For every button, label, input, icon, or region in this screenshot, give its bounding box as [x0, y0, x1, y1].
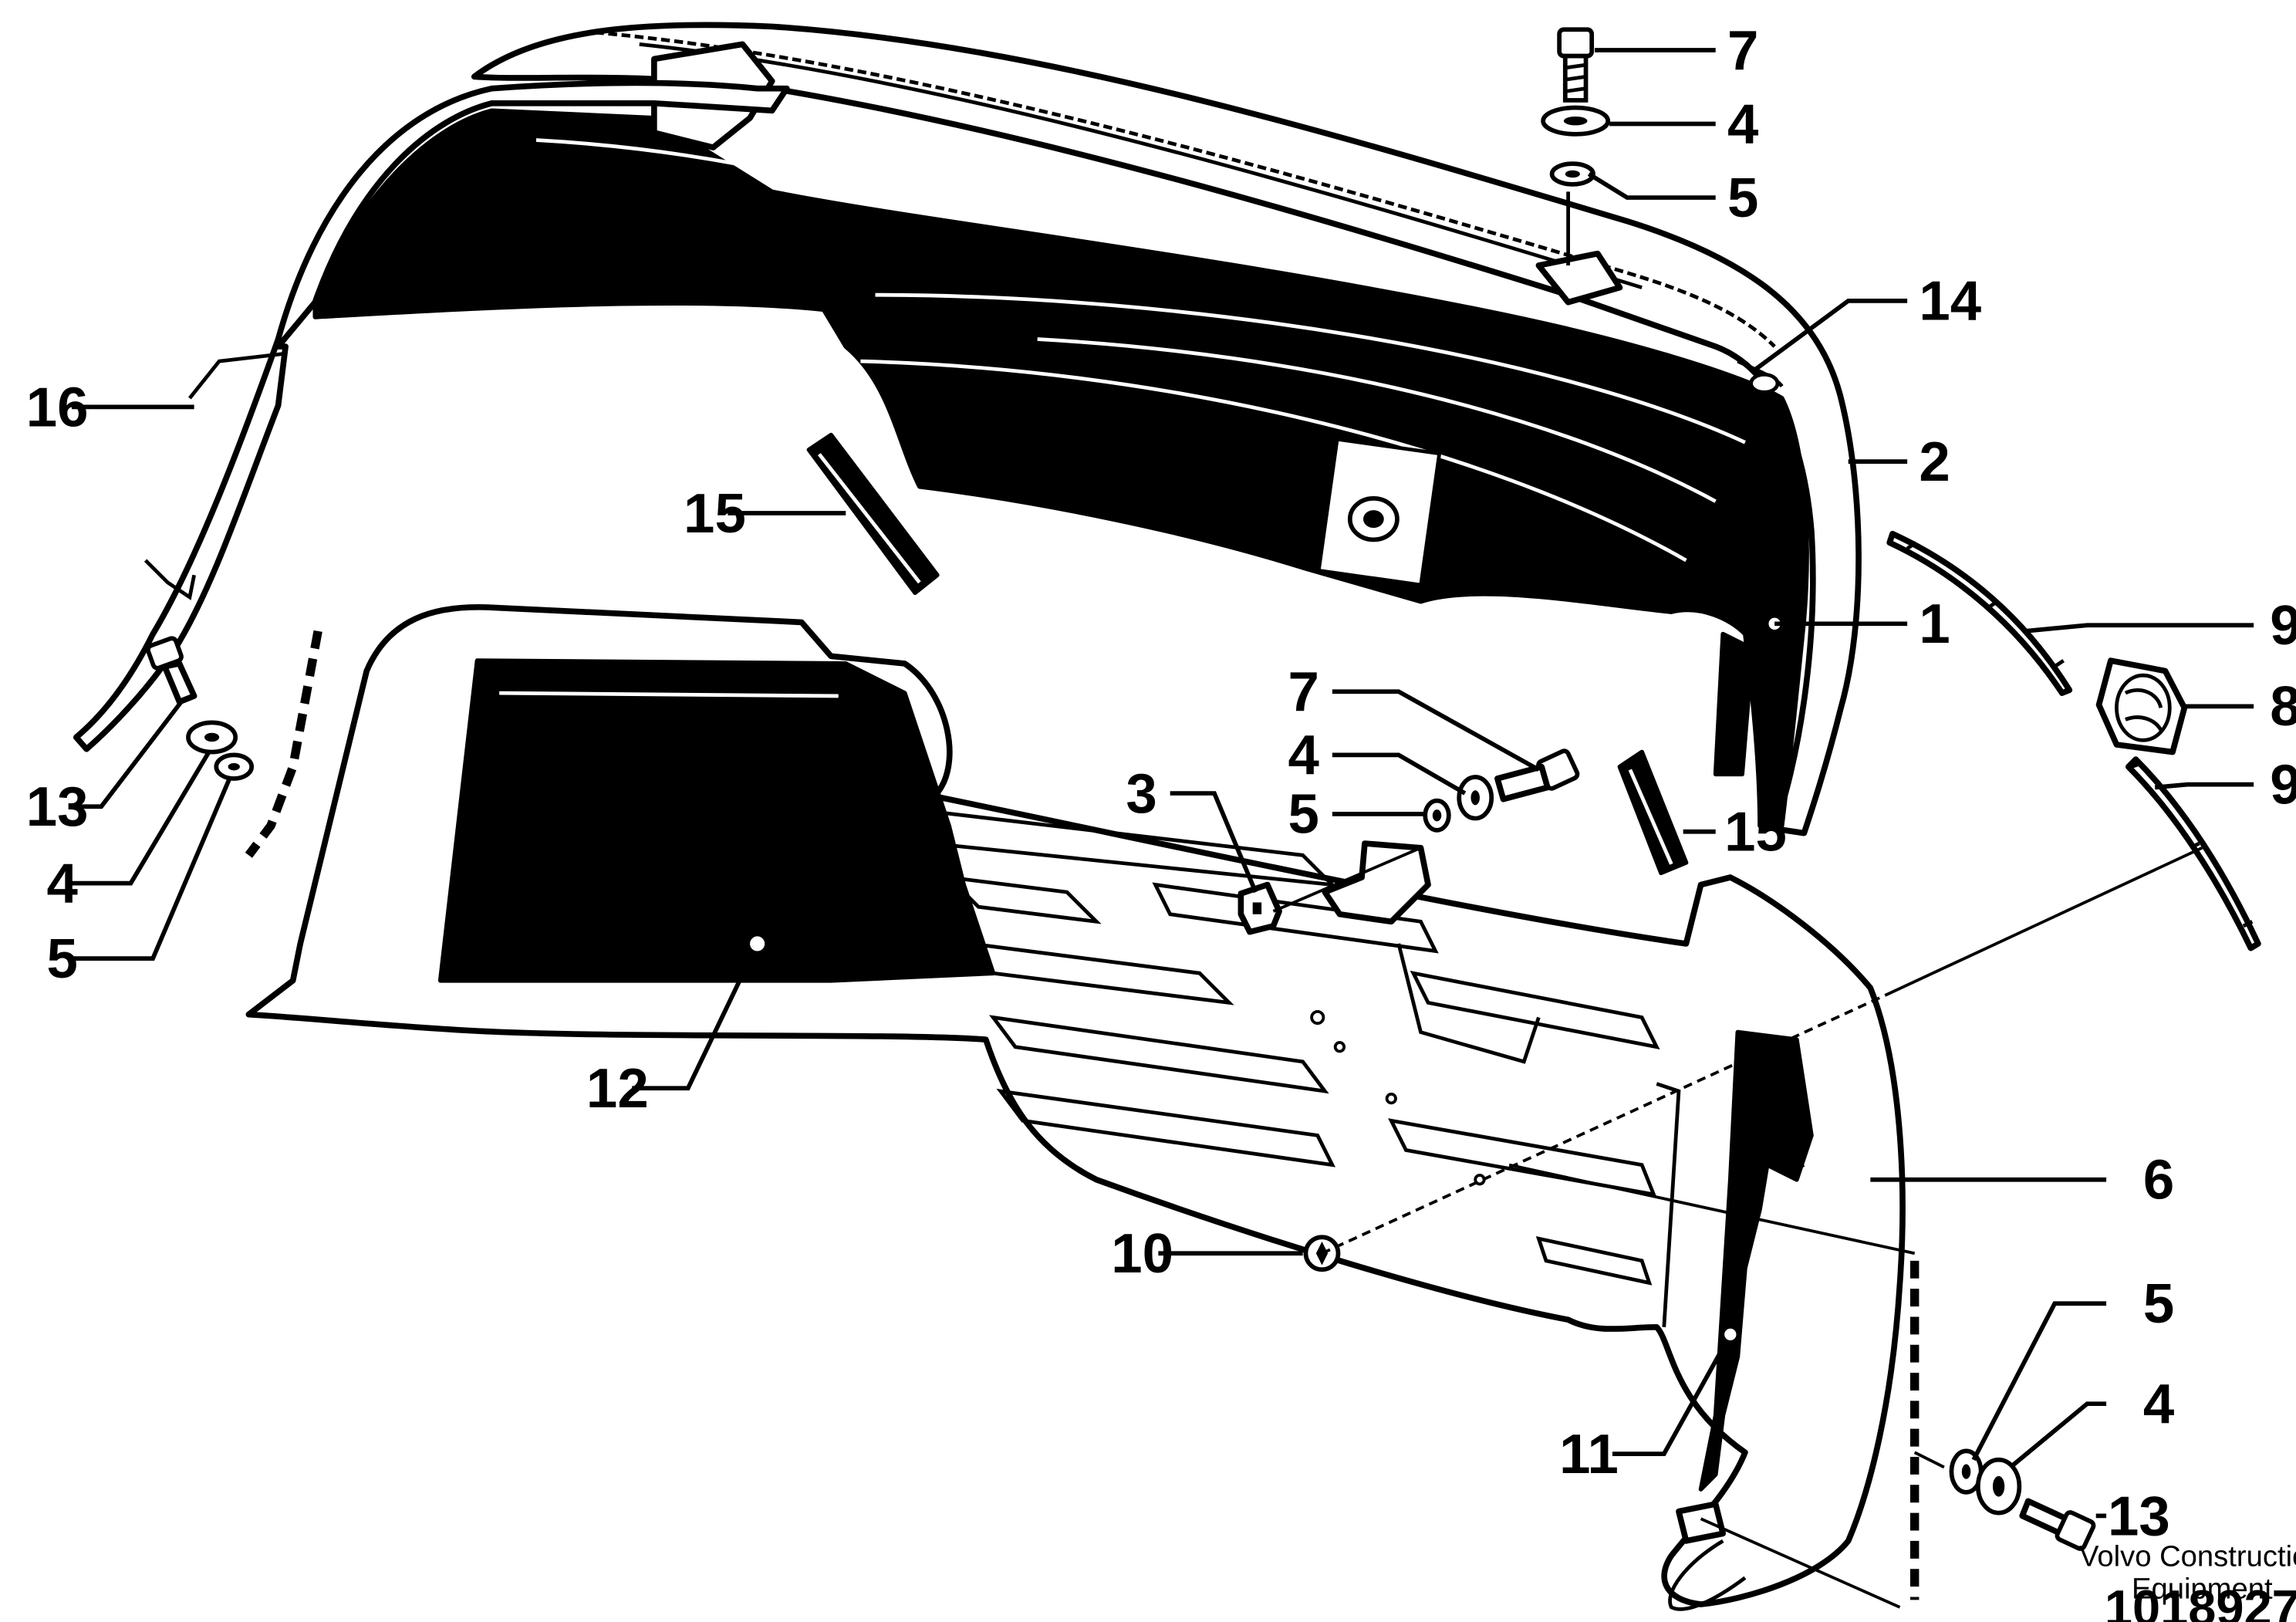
washer-5-left — [214, 752, 255, 781]
callout-10: 10 — [1111, 1222, 1173, 1285]
callout-5-top: 5 — [1727, 167, 1758, 229]
callout-7-top: 7 — [1727, 19, 1758, 82]
callout-9-upper: 9 — [2270, 594, 2296, 657]
callout-15-lower: 15 — [1724, 801, 1787, 863]
callout-15-upper: 15 — [684, 482, 746, 545]
brand-line-1: Volvo Construction — [2079, 1539, 2296, 1573]
cover-8 — [2095, 657, 2188, 755]
washer-5-middle — [1423, 798, 1451, 833]
document-number: 1018927 — [2105, 1580, 2296, 1622]
callout-9-lower: 9 — [2270, 753, 2296, 816]
callout-2: 2 — [1919, 431, 1950, 493]
callout-4-middle: 4 — [1288, 724, 1319, 786]
trim-strip-9-upper — [1886, 530, 2073, 696]
callout-6: 6 — [2143, 1149, 2174, 1211]
strip-15-lower — [1617, 749, 1689, 876]
callout-5-left: 5 — [47, 928, 78, 990]
callout-4-top: 4 — [1727, 93, 1758, 155]
trim-strip-9-lower — [2125, 756, 2261, 951]
lower-fender — [245, 604, 1906, 1611]
clip-3 — [1237, 881, 1282, 935]
bolt-7-top — [1557, 27, 1595, 103]
upper-fender — [312, 22, 1862, 836]
callout-14: 14 — [1919, 270, 1981, 333]
callout-5-middle: 5 — [1288, 783, 1319, 846]
callout-16: 16 — [26, 376, 89, 438]
brand-line-2: Equipment — [2132, 1572, 2273, 1605]
washer-4-top — [1541, 105, 1611, 137]
assembly-lines — [245, 191, 2203, 1609]
callout-3: 3 — [1126, 762, 1156, 825]
bolt-13-bottom — [2019, 1498, 2096, 1551]
bolt-7-middle — [1494, 748, 1580, 803]
callout-1: 1 — [1919, 593, 1950, 655]
strip-15-upper — [806, 432, 940, 596]
callout-7-middle: 7 — [1288, 661, 1319, 723]
washer-4-middle — [1457, 775, 1494, 821]
callout-13-bottom: 13 — [2108, 1485, 2170, 1547]
washer-4-left — [186, 720, 238, 755]
washer-4-bottom — [1975, 1457, 2022, 1516]
washer-5-top — [1549, 161, 1595, 187]
callout-13-left: 13 — [26, 776, 89, 838]
callouts: 7 4 5 14 2 16 15 1 9 8 9 7 4 — [26, 19, 2296, 1547]
callout-11: 11 — [1559, 1423, 1619, 1485]
callout-5-bottom: 5 — [2143, 1272, 2174, 1335]
callout-4-left: 4 — [47, 852, 78, 914]
callout-12: 12 — [586, 1057, 649, 1120]
bolt-13-left — [145, 636, 198, 705]
callout-4-bottom: 4 — [2143, 1373, 2174, 1435]
callout-8: 8 — [2270, 675, 2296, 738]
